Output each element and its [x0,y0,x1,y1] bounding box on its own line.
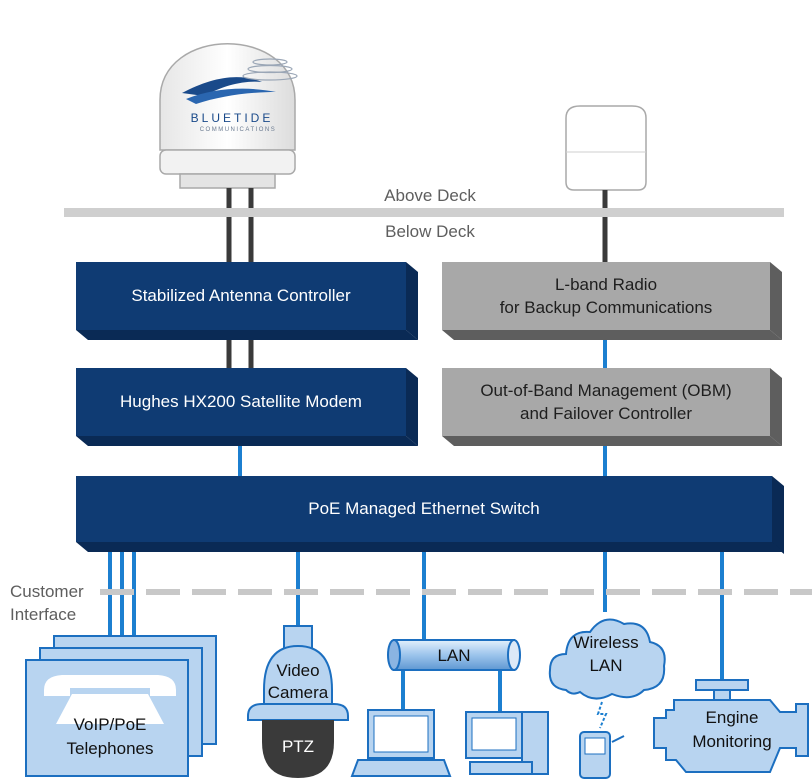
telephone-icon [44,675,176,724]
antenna-controller-box [76,262,418,340]
handheld-device-icon [579,731,625,779]
lband-radio-label-2: for Backup Communications [500,298,713,317]
ethernet-switch-box [76,476,784,554]
engine-icon [653,679,809,773]
modem-box [76,368,418,446]
customer-interface-label-1: Customer [10,582,84,601]
wireless-cloud-icon [548,618,666,700]
laptop-icon [350,709,452,777]
above-deck-label: Above Deck [384,186,476,205]
obm-box [442,368,782,446]
lan-label: LAN [437,646,470,665]
engine-label-2: Monitoring [692,732,771,751]
satellite-dome-icon [159,43,298,189]
wireless-label-1: Wireless [573,633,638,652]
lband-radio-box [442,262,782,340]
desktop-computer-icon [465,711,549,775]
ethernet-switch-label: PoE Managed Ethernet Switch [308,499,540,518]
lband-radio-label-1: L-band Radio [555,275,657,294]
antenna-controller-label: Stabilized Antenna Controller [131,286,351,305]
telephones-label-1: VoIP/PoE [74,715,147,734]
lband-antenna-icon [565,105,647,191]
obm-label-2: and Failover Controller [520,404,692,423]
camera-label-ptz: PTZ [282,737,314,756]
wireless-label-2: LAN [589,656,622,675]
wireless-signal-icon [596,701,608,729]
lan-pipe-icon [387,639,521,671]
ptz-camera-icon [247,625,349,778]
modem-label: Hughes HX200 Satellite Modem [120,392,362,411]
camera-label-2: Camera [268,683,329,702]
engine-label-1: Engine [706,708,759,727]
below-deck-label: Below Deck [385,222,475,241]
deck-divider [64,208,784,217]
obm-label-1: Out-of-Band Management (OBM) [480,381,731,400]
customer-interface-label-2: Interface [10,605,76,624]
brand-subtitle: COMMUNICATIONS [200,127,277,133]
brand-name: BLUETIDE [191,111,274,125]
camera-label-1: Video [276,661,319,680]
telephones-label-2: Telephones [67,739,154,758]
